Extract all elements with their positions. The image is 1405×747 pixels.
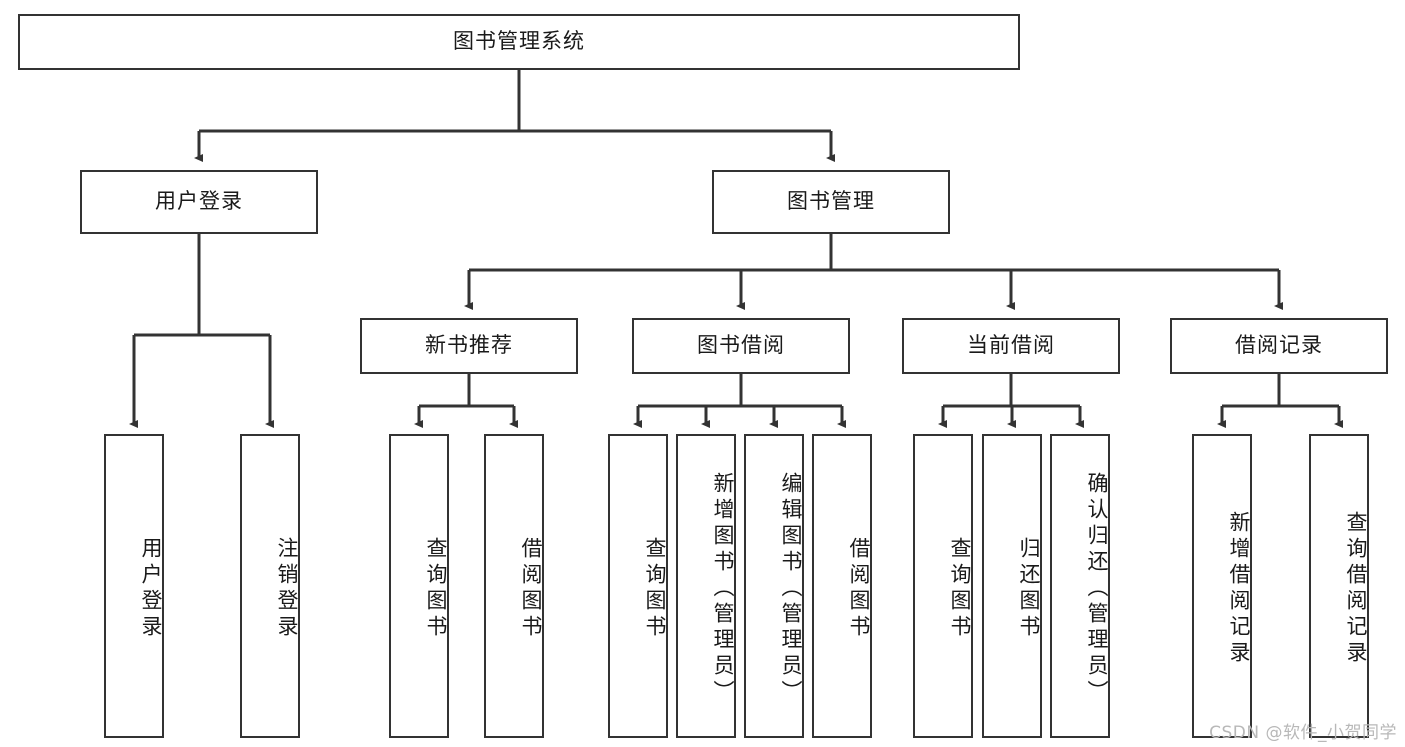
node-label: 新书推荐 <box>425 333 513 358</box>
leaf-book-borrow-query-book[interactable]: 查询图书 <box>608 434 668 738</box>
node-user-login[interactable]: 用户登录 <box>80 170 318 234</box>
node-book-borrow[interactable]: 图书借阅 <box>632 318 850 374</box>
node-label: 注销登录 <box>275 537 299 641</box>
node-book-management[interactable]: 图书管理 <box>712 170 950 234</box>
node-label: 归还图书 <box>1017 537 1041 641</box>
leaf-book-borrow-edit-book-admin[interactable]: 编辑图书（管理员） <box>744 434 804 738</box>
node-label: 图书管理 <box>787 189 875 214</box>
node-label: 新增图书（管理员） <box>711 472 735 706</box>
leaf-new-book-query-book[interactable]: 查询图书 <box>389 434 449 738</box>
node-label: 图书借阅 <box>697 333 785 358</box>
leaf-current-borrow-confirm-return-admin[interactable]: 确认归还（管理员） <box>1050 434 1110 738</box>
node-label: 借阅图书 <box>847 537 871 641</box>
node-label: 查询图书 <box>424 537 448 641</box>
node-label: 当前借阅 <box>967 333 1055 358</box>
node-label: 查询图书 <box>948 537 972 641</box>
node-current-borrow[interactable]: 当前借阅 <box>902 318 1120 374</box>
node-label: 用户登录 <box>155 189 243 214</box>
leaf-user-login-logout[interactable]: 注销登录 <box>240 434 300 738</box>
leaf-current-borrow-query-book[interactable]: 查询图书 <box>913 434 973 738</box>
node-new-book-recommend[interactable]: 新书推荐 <box>360 318 578 374</box>
leaf-book-borrow-add-book-admin[interactable]: 新增图书（管理员） <box>676 434 736 738</box>
node-label: 编辑图书（管理员） <box>779 472 803 706</box>
node-label: 查询借阅记录 <box>1344 511 1368 667</box>
node-label: 图书管理系统 <box>453 29 585 54</box>
leaf-current-borrow-return-book[interactable]: 归还图书 <box>982 434 1042 738</box>
node-label: 查询图书 <box>643 537 667 641</box>
node-label: 借阅记录 <box>1235 333 1323 358</box>
node-root-book-management-system[interactable]: 图书管理系统 <box>18 14 1020 70</box>
node-label: 用户登录 <box>139 537 163 641</box>
leaf-book-borrow-borrow-book[interactable]: 借阅图书 <box>812 434 872 738</box>
node-label: 借阅图书 <box>519 537 543 641</box>
leaf-new-book-borrow-book[interactable]: 借阅图书 <box>484 434 544 738</box>
leaf-borrow-record-query-record[interactable]: 查询借阅记录 <box>1309 434 1369 738</box>
leaf-borrow-record-add-record[interactable]: 新增借阅记录 <box>1192 434 1252 738</box>
node-label: 确认归还（管理员） <box>1085 472 1109 706</box>
node-label: 新增借阅记录 <box>1227 511 1251 667</box>
leaf-user-login-user-login[interactable]: 用户登录 <box>104 434 164 738</box>
node-borrow-record[interactable]: 借阅记录 <box>1170 318 1388 374</box>
